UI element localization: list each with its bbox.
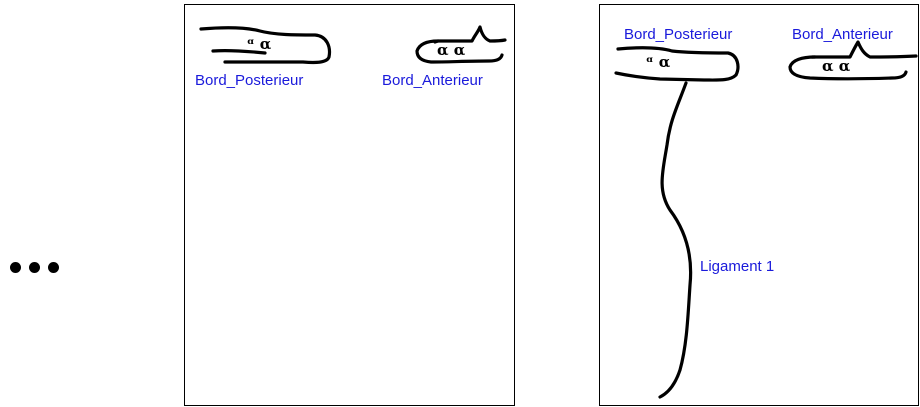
svg-text:α α: α α — [437, 41, 466, 59]
posterior-border-shape: ᵅ α — [199, 26, 332, 65]
svg-text:ᵅ α: ᵅ α — [646, 53, 671, 71]
svg-text:α α: α α — [822, 57, 851, 75]
svg-text:ᵅ α: ᵅ α — [247, 35, 272, 53]
anterior-border-label: Bord_Anterieur — [382, 72, 483, 89]
posterior-border-label: Bord_Posterieur — [195, 72, 304, 89]
ligament-label: Ligament 1 — [700, 258, 775, 275]
diagram-panel-before: ᵅ α α α Bord_Posterieur Bord_Anterieur — [184, 4, 515, 406]
panel-right-drawing: ᵅ α α α — [614, 40, 918, 399]
panel-left-drawing: ᵅ α α α — [199, 25, 507, 65]
anterior-border-shape: α α — [788, 40, 918, 81]
ellipsis-indicator — [10, 261, 70, 273]
ellipsis-dot — [10, 261, 21, 273]
anterior-border-shape: α α — [415, 25, 507, 64]
ellipsis-dot — [29, 261, 40, 273]
ligament-curve — [658, 81, 693, 399]
diagram-panel-after: ᵅ α α α Bord_Posterieur Bord_Anterieur L… — [599, 4, 919, 406]
anterior-border-label: Bord_Anterieur — [792, 26, 893, 43]
ellipsis-dot — [48, 261, 59, 273]
posterior-border-label: Bord_Posterieur — [624, 26, 733, 43]
posterior-border-shape: ᵅ α — [614, 46, 740, 82]
